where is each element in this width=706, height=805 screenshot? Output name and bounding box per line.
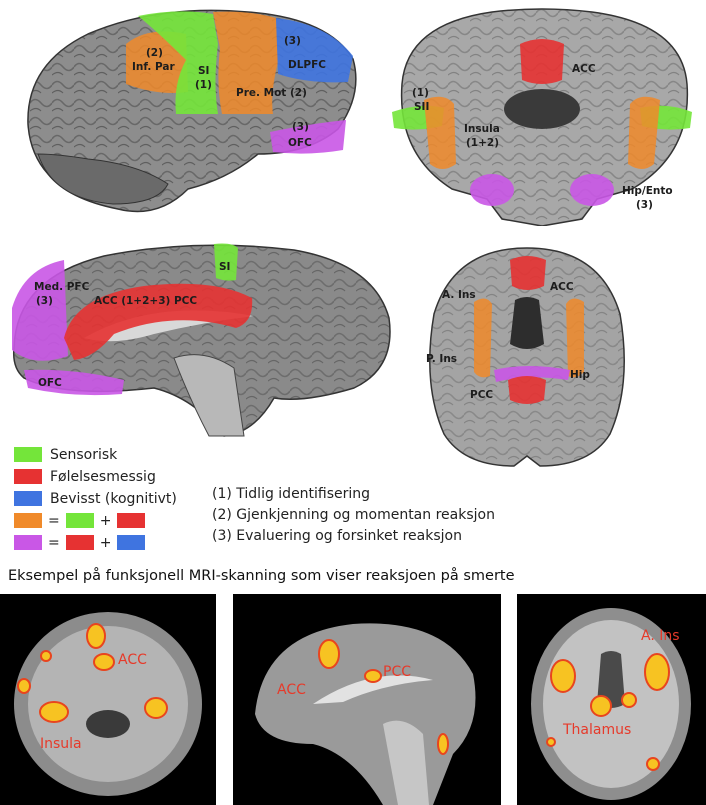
fmri-label-acc-sagittal: ACC <box>277 682 306 698</box>
medial-brain-view: SI Med. PFC (3) ACC (1+2+3) PCC OFC <box>12 243 391 437</box>
label-si-lateral-num: (1) <box>195 79 212 91</box>
region-insula-right <box>628 96 660 169</box>
region-hip-left <box>470 174 514 206</box>
legend-label-emotional: Følelsesmessig <box>50 468 156 485</box>
region-si-lateral <box>138 11 218 114</box>
label-med-pfc: Med. PFC <box>34 281 90 293</box>
region-hip-axial <box>494 366 570 382</box>
label-insula-num: (1+2) <box>466 137 499 149</box>
legend-item-conscious: Bevisst (kognitivt) <box>14 488 214 509</box>
label-a-ins: A. Ins <box>442 289 476 301</box>
legend-label-sensory: Sensorisk <box>50 446 118 463</box>
legend-swatch-blue-part <box>117 535 146 550</box>
legend-swatch-green-part <box>65 513 94 528</box>
fmri-coronal-scan: ACC Insula <box>0 594 216 805</box>
label-acc-coronal: ACC <box>572 63 596 75</box>
region-ofc-medial <box>24 369 124 396</box>
fmri-sagittal-scan: ACC PCC <box>233 594 501 805</box>
label-sii-num: (1) <box>412 87 429 99</box>
legend-swatch-red-part <box>117 513 146 528</box>
legend-swatch-conscious <box>14 491 42 506</box>
legend-equation-orange: = + <box>14 510 214 531</box>
color-legend: Sensorisk Følelsesmessig Bevisst (kognit… <box>14 444 214 554</box>
label-sii: SII <box>414 101 429 113</box>
legend-plus: + <box>99 534 112 551</box>
label-hip-axial: Hip <box>570 369 590 381</box>
fmri-label-acc-coronal: ACC <box>118 652 147 668</box>
lateral-brain-view: (2) Inf. Par SI (1) (3) DLPFC Pre. Mot (… <box>27 9 357 213</box>
region-ains-right <box>566 298 584 378</box>
region-acc-axial <box>510 256 546 290</box>
region-acc-pcc <box>64 283 253 360</box>
fmri-caption: Eksempel på funksjonell MRI-skanning som… <box>8 568 515 584</box>
region-inf-par <box>126 31 188 94</box>
legend-equals: = <box>48 512 60 529</box>
label-dlpfc: DLPFC <box>288 59 326 71</box>
legend-swatch-emotional <box>14 469 42 484</box>
region-ofc <box>270 120 346 154</box>
fmri-label-pcc: PCC <box>383 664 411 680</box>
label-p-ins: P. Ins <box>426 353 457 365</box>
label-ofc-num: (3) <box>292 121 309 133</box>
label-hip-ento: Hip/Ento <box>622 185 673 197</box>
region-dlpfc <box>276 18 353 83</box>
label-insula-coronal: Insula <box>464 123 500 135</box>
region-premotor <box>213 11 278 115</box>
region-insula-left <box>424 96 456 169</box>
stage-item-3: (3) Evaluering og forsinket reaksjon <box>212 528 462 544</box>
region-hip-right <box>570 174 614 206</box>
stage-item-2: (2) Gjenkjenning og momentan reaksjon <box>212 507 495 523</box>
label-ofc-lateral: OFC <box>288 137 312 149</box>
legend-swatch-purple <box>14 535 42 550</box>
label-pcc-axial: PCC <box>470 389 493 401</box>
cerebellum-shape <box>37 153 169 205</box>
brainstem <box>173 354 245 437</box>
legend-swatch-red-part <box>65 535 94 550</box>
label-med-pfc-num: (3) <box>36 295 53 307</box>
legend-plus: + <box>99 512 112 529</box>
label-inf-par: Inf. Par <box>132 61 176 73</box>
region-si-medial <box>214 243 238 281</box>
fmri-axial-scan: A. Ins Thalamus <box>517 594 706 805</box>
legend-item-sensory: Sensorisk <box>14 444 214 465</box>
fmri-label-thalamus: Thalamus <box>562 722 631 738</box>
label-acc-axial: ACC <box>550 281 574 293</box>
legend-swatch-sensory <box>14 447 42 462</box>
fmri-label-insula: Insula <box>40 736 82 752</box>
legend-equation-purple: = + <box>14 532 214 553</box>
region-med-pfc <box>12 260 68 361</box>
region-pcc-axial <box>508 376 546 404</box>
label-inf-par-num: (2) <box>146 47 163 59</box>
axial-brain-view: ACC A. Ins P. Ins Hip PCC <box>426 247 625 467</box>
label-hip-ento-num: (3) <box>636 199 653 211</box>
legend-label-conscious: Bevisst (kognitivt) <box>50 490 177 507</box>
label-si-lateral: SI <box>198 65 209 77</box>
region-acc-coronal <box>520 39 564 84</box>
axial-ventricles <box>510 297 544 349</box>
label-dlpfc-num: (3) <box>284 35 301 47</box>
stage-item-1: (1) Tidlig identifisering <box>212 486 371 502</box>
label-si-medial: SI <box>219 261 230 273</box>
region-ains-left <box>474 298 492 378</box>
legend-swatch-orange <box>14 513 42 528</box>
ventricle <box>504 89 580 129</box>
legend-item-emotional: Følelsesmessig <box>14 466 214 487</box>
label-ofc-medial: OFC <box>38 377 62 389</box>
label-acc-pcc: ACC (1+2+3) PCC <box>94 295 197 307</box>
fmri-label-a-ins: A. Ins <box>641 628 680 644</box>
coronal-brain-view: ACC (1) SII Insula (1+2) Hip/Ento (3) <box>392 8 692 226</box>
label-premot: Pre. Mot (2) <box>236 87 307 99</box>
stage-list: (1) Tidlig identifisering (2) Gjenkjenni… <box>212 484 552 547</box>
legend-equals: = <box>48 534 60 551</box>
